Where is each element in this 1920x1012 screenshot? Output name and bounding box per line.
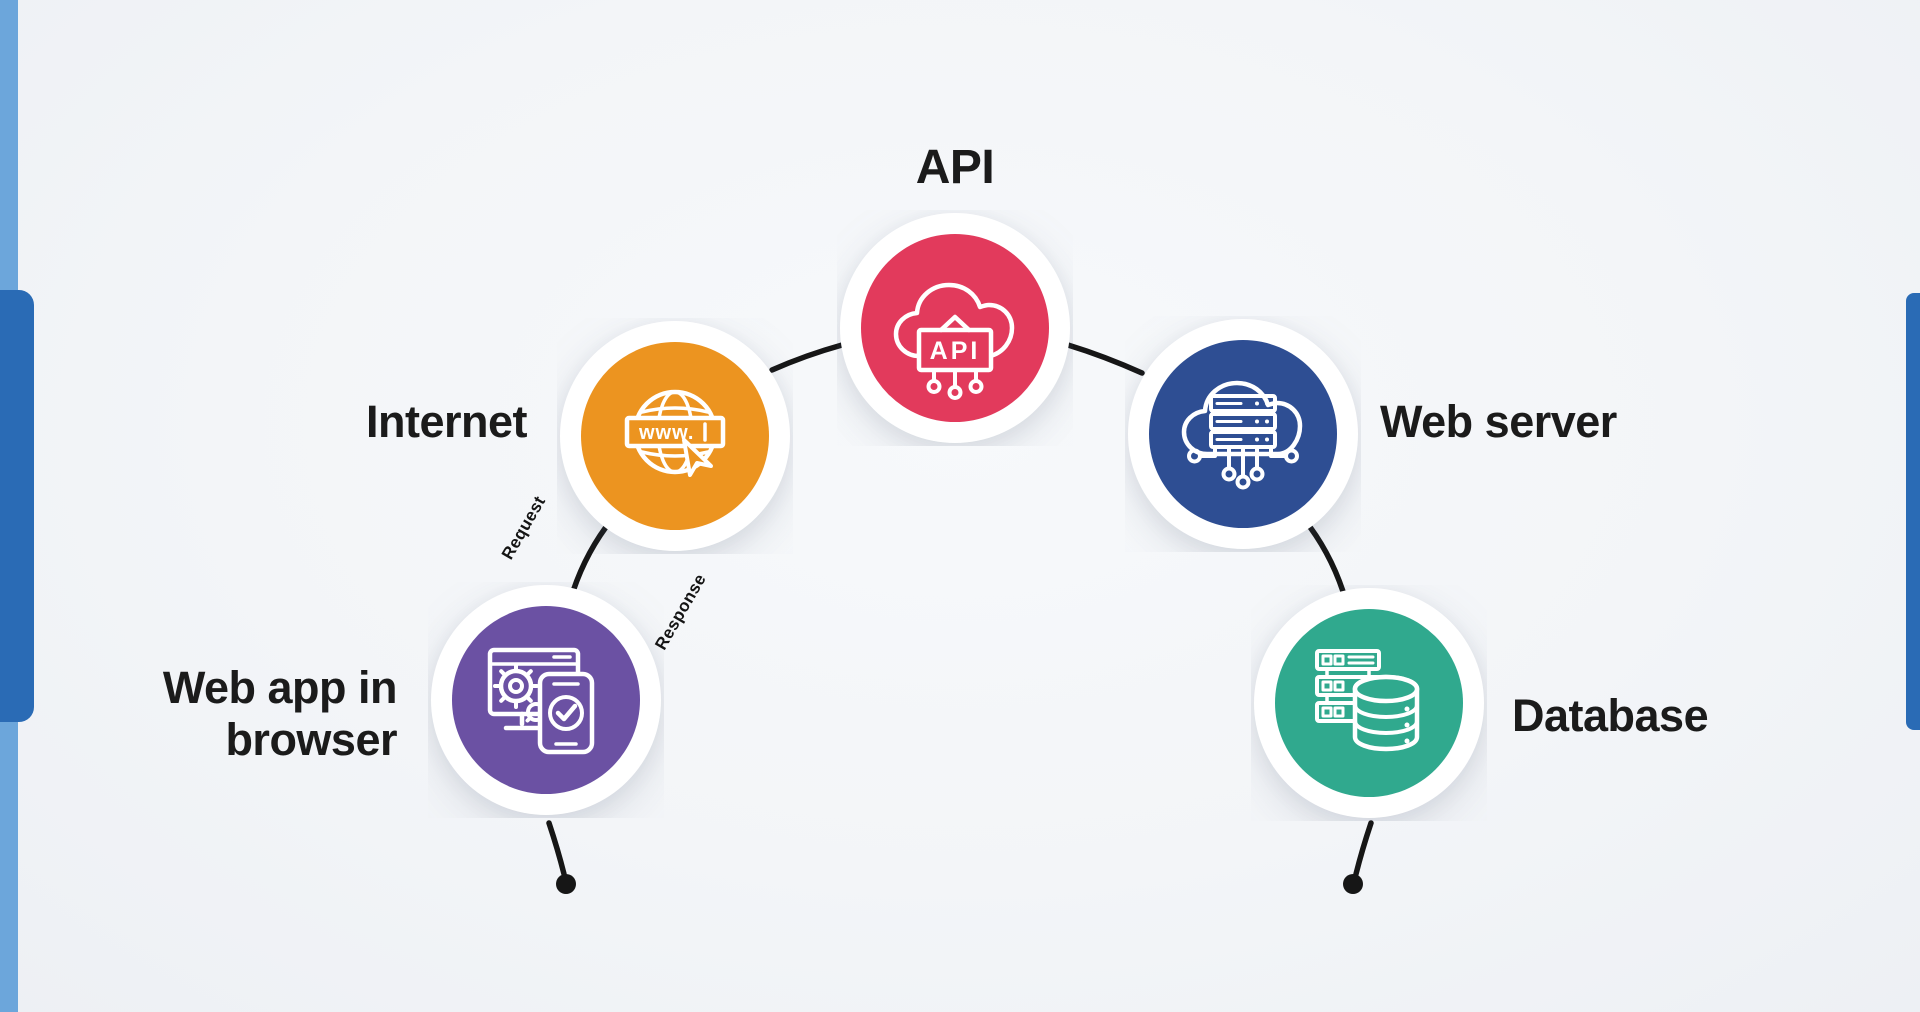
api-text: API	[930, 337, 981, 365]
web-server-title: Web server	[1380, 396, 1617, 447]
left-edge-bar	[0, 290, 34, 722]
api-cloud-circuit-icon: API	[893, 282, 1015, 400]
connector-database-endpoint	[1353, 820, 1374, 877]
monitor-gear-phone-check-icon	[487, 647, 595, 755]
connector-webapp-endpoint	[546, 820, 567, 877]
internet-title: Internet	[365, 396, 528, 447]
server-rack-database-icon	[1315, 649, 1420, 752]
node-internet: www.	[557, 318, 793, 554]
right-endpoint-dot	[1343, 874, 1363, 894]
api-title: API	[915, 141, 995, 194]
web-app-title: Web app in browser	[162, 662, 398, 766]
request-label: Request	[497, 492, 550, 563]
node-web-app-browser	[428, 582, 664, 818]
node-api: API	[837, 210, 1073, 446]
cloud-server-circuit-icon	[1181, 380, 1303, 490]
web-app-title-line2: browser	[225, 714, 397, 766]
database-title: Database	[1512, 690, 1709, 741]
www-text: www.	[638, 422, 694, 444]
node-database	[1251, 585, 1487, 821]
web-app-title-line1: Web app in	[162, 662, 398, 713]
node-web-server	[1125, 316, 1361, 552]
left-endpoint-dot	[556, 874, 576, 894]
globe-www-cursor-icon: www.	[624, 389, 726, 477]
endpoint-dots	[556, 874, 1363, 894]
right-edge-bar	[1906, 293, 1920, 730]
